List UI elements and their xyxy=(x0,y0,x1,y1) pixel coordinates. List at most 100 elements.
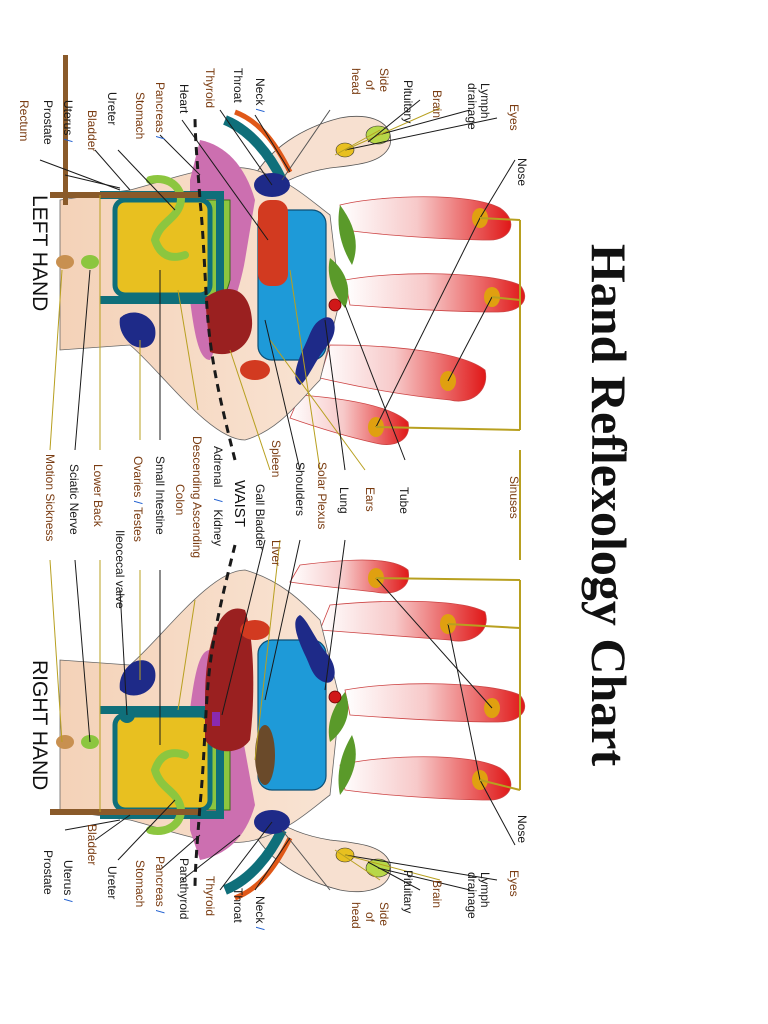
label-right-uterus: Uterus / xyxy=(61,860,75,903)
label-left-thyroid: Thyroid xyxy=(203,68,217,108)
label-left-side-1: Side xyxy=(377,68,391,92)
label-lower-back: Lower Back xyxy=(91,464,105,528)
right-kidney xyxy=(119,660,156,696)
label-lung: Lung xyxy=(337,487,351,514)
label-right-lymph-1: Lymph xyxy=(478,872,492,908)
right-adrenal-point xyxy=(212,712,220,726)
label-left-neck: Neck / xyxy=(253,78,267,113)
label-right-stomach: Stomach xyxy=(133,860,147,907)
label-left-pancreas: Pancreas / xyxy=(153,82,167,140)
label-right-nose: Nose xyxy=(515,815,529,843)
label-right-neck: Neck / xyxy=(253,896,267,931)
label-right-eyes: Eyes xyxy=(507,870,521,897)
label-liver: Liver xyxy=(269,540,283,566)
label-right-pituitary: Pituitary xyxy=(401,870,415,913)
label-left-lymph-2: drainage xyxy=(465,83,479,130)
right-red-oval xyxy=(240,620,270,640)
label-ears: Ears xyxy=(363,487,377,512)
left-leaf-1 xyxy=(338,205,356,265)
label-left-uterus: Uterus / xyxy=(61,100,75,143)
right-thumb xyxy=(254,815,392,893)
label-right-throat: Throat xyxy=(231,888,245,923)
label-left-rectum: Rectum xyxy=(17,100,31,141)
label-left-stomach: Stomach xyxy=(133,92,147,139)
label-solar-plexus: Solar Plexus xyxy=(315,462,329,529)
left-kidney xyxy=(119,312,156,348)
label-left-side-3: head xyxy=(349,68,363,95)
label-right-bladder: Bladder xyxy=(85,824,99,865)
label-left-eyes: Eyes xyxy=(507,104,521,131)
chart-title: Hand Reflexology Chart xyxy=(581,244,637,767)
label-sinuses: Sinuses xyxy=(507,476,521,519)
label-right-side-2: of xyxy=(363,912,377,923)
left-neck-band xyxy=(222,115,287,183)
label-ileocecal: Ileocecal valve xyxy=(113,530,127,609)
left-spleen xyxy=(205,289,253,355)
label-left-ureter: Ureter xyxy=(105,92,119,125)
right-solar-plexus xyxy=(295,615,335,683)
nose-point-left xyxy=(328,298,342,312)
left-hand-caption: LEFT HAND xyxy=(28,195,51,311)
label-right-thyroid: Thyroid xyxy=(203,876,217,916)
label-right-brain: Brain xyxy=(430,880,444,908)
label-waist: WAIST xyxy=(231,480,248,527)
right-throat-band xyxy=(234,836,293,901)
right-hand-labels: Nose Eyes Lymph drainage Brain Pituitary… xyxy=(28,660,529,931)
label-left-pituitary: Pituitary xyxy=(401,80,415,123)
label-ovaries-testes: Ovaries / Testes xyxy=(131,456,145,542)
left-hand-labels: Eyes Lymph drainage Brain Pituitary Side… xyxy=(17,68,529,609)
label-tube: Tube xyxy=(397,487,411,514)
label-gall-bladder: Gall Bladder xyxy=(253,484,267,550)
right-motion-point xyxy=(56,735,74,749)
left-thumb xyxy=(254,115,392,193)
left-lower-back-stripe xyxy=(63,55,68,205)
label-right-parathyroid: Parathyroid xyxy=(177,858,191,919)
right-waist-line xyxy=(193,544,237,891)
label-left-throat: Throat xyxy=(231,68,245,103)
left-leaf-2 xyxy=(328,258,349,308)
right-hand xyxy=(50,544,526,901)
right-pancreas-shape xyxy=(146,749,189,835)
label-descending-ascending: Descending Ascending xyxy=(190,436,204,558)
label-adrenal-kidney: Adrenal / Kidney xyxy=(211,446,225,546)
label-left-nose: Nose xyxy=(515,158,529,186)
right-lung xyxy=(257,639,327,791)
left-motion-point xyxy=(56,255,74,269)
right-gall-bladder xyxy=(255,725,275,785)
nose-point-right xyxy=(328,690,342,704)
left-heart-organ xyxy=(258,200,288,286)
label-left-prostate: Prostate xyxy=(41,100,55,145)
label-right-lymph-2: drainage xyxy=(465,872,479,919)
left-waist-line xyxy=(193,114,237,461)
left-finger-middle xyxy=(344,273,526,313)
right-finger-little xyxy=(289,559,409,594)
left-finger-little xyxy=(289,394,409,445)
right-finger-index xyxy=(339,756,512,801)
label-shoulders: Shoulders xyxy=(293,462,307,516)
label-right-prostate: Prostate xyxy=(41,850,55,895)
label-right-side-1: Side xyxy=(377,902,391,926)
label-left-lymph-1: Lymph xyxy=(478,83,492,119)
label-motion: Motion Sickness xyxy=(43,454,57,541)
left-finger-index xyxy=(339,196,512,241)
label-sciatic: Sciatic Nerve xyxy=(67,464,81,535)
left-sciatic-point xyxy=(81,255,99,269)
label-spleen: Spleen xyxy=(269,440,283,477)
label-small-intestine: Small Intestine xyxy=(153,456,167,535)
right-finger-ring xyxy=(319,600,487,642)
right-leaf-2 xyxy=(328,692,349,742)
label-right-side-3: head xyxy=(349,902,363,929)
label-right-pancreas: Pancreas / xyxy=(153,856,167,914)
label-left-bladder: Bladder xyxy=(85,110,99,151)
right-neck-band xyxy=(222,827,287,895)
right-hand-caption: RIGHT HAND xyxy=(28,660,51,790)
label-left-brain: Brain xyxy=(430,90,444,118)
label-left-heart: Heart xyxy=(177,84,191,114)
right-leaf-1 xyxy=(338,735,356,795)
connector-lines xyxy=(39,99,521,891)
left-hand xyxy=(50,55,526,461)
label-colon: Colon xyxy=(173,484,187,515)
label-left-side-2: of xyxy=(363,80,377,91)
label-right-ureter: Ureter xyxy=(105,866,119,899)
